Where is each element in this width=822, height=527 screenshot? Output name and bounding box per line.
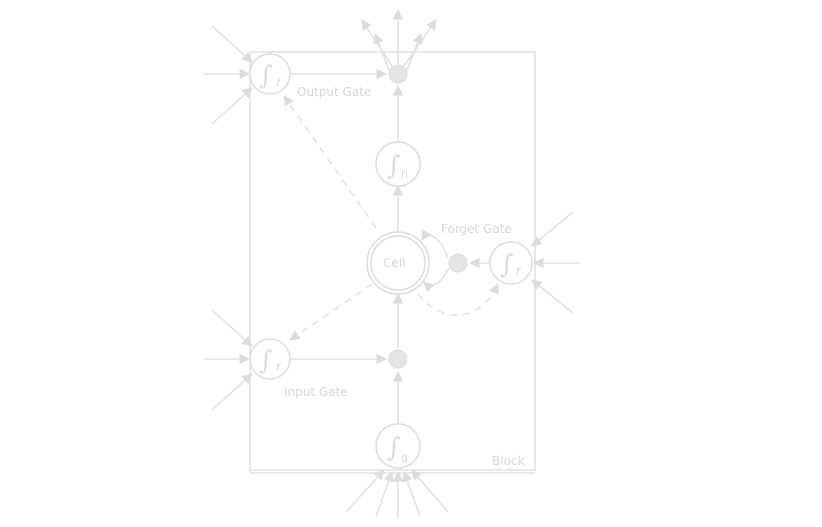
g-node xyxy=(375,423,421,469)
input-gate-sigma: ∫ xyxy=(259,346,273,376)
input-multiplier xyxy=(388,349,408,369)
recurrent-loop-top xyxy=(421,229,449,259)
output-multiplier xyxy=(388,64,408,84)
input-gate-input-3 xyxy=(211,373,253,411)
forget-gate-input-3 xyxy=(531,279,574,314)
h-symbol: h xyxy=(401,168,408,181)
h-node xyxy=(375,141,421,187)
input-gate-f: f xyxy=(276,361,282,374)
cell-label: Cell xyxy=(383,256,405,270)
input-gate-label: Input Gate xyxy=(284,385,348,399)
output-gate-f: f xyxy=(276,76,282,89)
forget-gate-node xyxy=(489,241,533,285)
output-arrow-right xyxy=(403,19,437,67)
forget-gate-sigma: ∫ xyxy=(500,250,514,280)
g-input-4 xyxy=(402,471,421,517)
peephole-forget xyxy=(417,283,499,316)
output-gate-input-1 xyxy=(211,25,253,63)
g-input-2 xyxy=(375,471,394,517)
peephole-input xyxy=(289,283,373,341)
output-arrow-inner-left xyxy=(373,33,390,71)
h-sigma: ∫ xyxy=(387,151,401,181)
forget-gate-label: Forget Gate xyxy=(441,222,512,236)
output-arrow-inner-right xyxy=(406,33,423,71)
input-gate-node xyxy=(249,338,291,380)
g-input-1 xyxy=(345,469,385,513)
cell-node-inner xyxy=(370,235,426,291)
output-gate-node xyxy=(249,53,291,95)
g-sigma: ∫ xyxy=(387,433,401,463)
output-gate-sigma: ∫ xyxy=(259,61,273,91)
output-arrow-left xyxy=(361,19,393,67)
input-gate-input-1 xyxy=(211,309,253,347)
forget-gate-input-1 xyxy=(531,211,574,247)
g-input-5 xyxy=(411,469,449,513)
forget-multiplier xyxy=(448,253,468,273)
output-gate-input-3 xyxy=(211,87,253,125)
peephole-output xyxy=(283,95,377,229)
forget-gate-f: f xyxy=(516,265,522,278)
recurrent-loop-bottom xyxy=(423,267,450,293)
block-label: Block xyxy=(492,454,525,468)
output-gate-label: Output Gate xyxy=(297,85,371,99)
g-symbol: g xyxy=(401,451,408,464)
